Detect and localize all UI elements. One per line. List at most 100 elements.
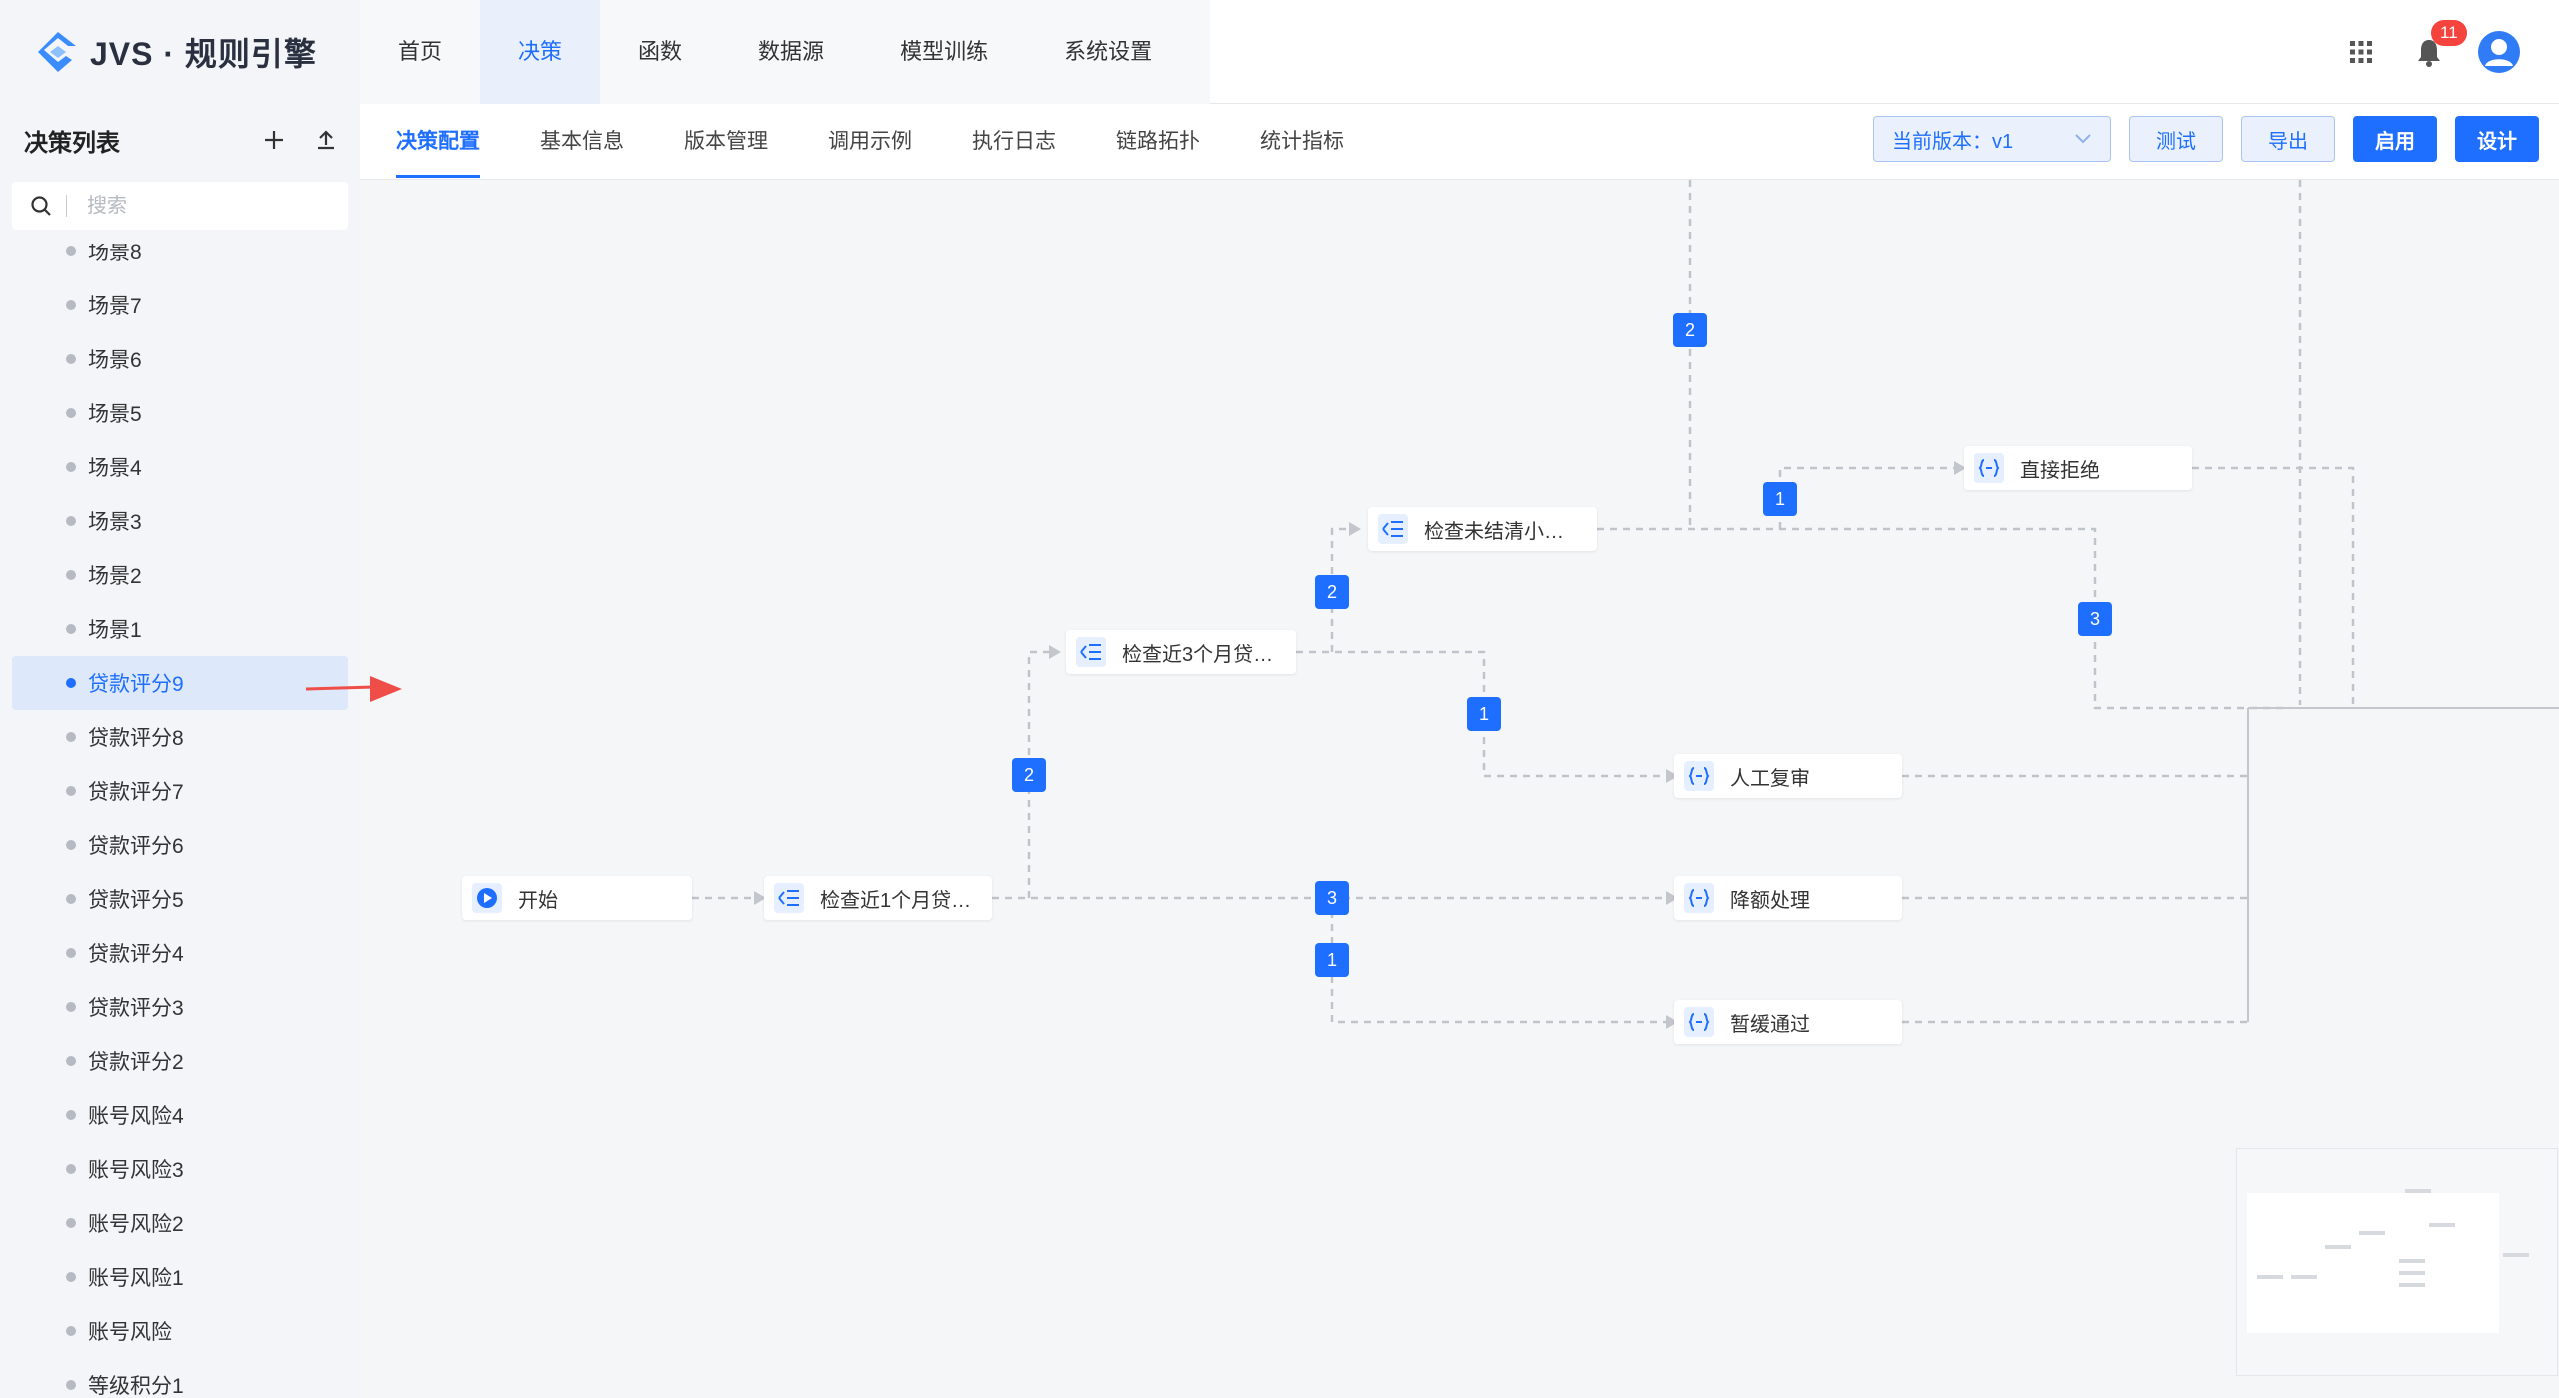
top-nav-decision[interactable]: 决策 [480,0,601,104]
upload-icon [318,130,334,150]
apps-grid-button[interactable] [2341,32,2381,72]
design-button[interactable]: 设计 [2455,116,2539,162]
list-item[interactable]: 账号风险3 [12,1142,348,1196]
branch-icon [1076,637,1106,667]
tab-basic-info[interactable]: 基本信息 [540,130,624,153]
top-nav-home[interactable]: 首页 [398,39,443,64]
list-item[interactable]: 场景4 [12,440,348,494]
list-item[interactable]: 贷款评分7 [12,764,348,818]
tab-call-example[interactable]: 调用示例 [828,130,912,153]
flow-node-condition[interactable]: 检查未结清小… [1368,507,1597,551]
list-item[interactable]: 账号风险1 [12,1250,348,1304]
flow-canvas[interactable]: 开始 检查近1个月贷… 检查近3个月贷… 检查未结清小… 直接拒绝 人工复审 [305,180,2559,1398]
minimap-viewport[interactable] [2247,1193,2499,1333]
flow-minimap[interactable] [2236,1148,2558,1376]
list-dot [66,624,76,634]
branch-priority-badge[interactable]: 2 [1673,313,1707,347]
notification-button[interactable]: 11 [2409,20,2467,72]
user-avatar-icon[interactable] [2477,30,2521,74]
version-select[interactable]: 当前版本：v1 [1873,116,2111,162]
list-item[interactable]: 场景1 [12,602,348,656]
list-item[interactable]: 场景2 [12,548,348,602]
export-button[interactable]: 导出 [2241,116,2335,162]
top-nav-model-training[interactable]: 模型训练 [900,39,989,64]
search-input[interactable] [85,193,329,219]
list-item[interactable]: 贷款评分6 [12,818,348,872]
minimap-node [2359,1231,2385,1235]
flow-node-result[interactable]: 直接拒绝 [1964,446,2192,490]
tab-link-topology[interactable]: 链路拓扑 [1116,130,1200,153]
list-item[interactable]: 贷款评分2 [12,1034,348,1088]
tab-decision-config[interactable]: 决策配置 [396,104,480,180]
list-dot [66,354,76,364]
flow-node-condition[interactable]: 检查近1个月贷… [764,876,992,920]
branch-priority-badge[interactable]: 3 [2078,602,2112,636]
branch-priority-badge[interactable]: 1 [1763,482,1797,516]
list-item-label: 贷款评分9 [88,673,184,696]
decision-subbar: 决策配置 基本信息 版本管理 调用示例 执行日志 链路拓扑 统计指标 当前版本：… [360,104,2559,180]
branch-priority-badge[interactable]: 2 [1315,575,1349,609]
branch-priority-badge[interactable]: 3 [1315,881,1349,915]
flow-node-label: 人工复审 [1730,767,1810,790]
branch-priority-badge[interactable]: 2 [1012,758,1046,792]
minimap-node [2291,1275,2317,1279]
flow-node-label: 检查近3个月贷… [1122,643,1274,666]
list-dot [66,408,76,418]
flow-node-start[interactable]: 开始 [462,876,692,920]
list-item-label: 场景5 [88,403,142,426]
list-item[interactable]: 场景8 [12,244,348,278]
list-dot [66,246,76,256]
top-nav-datasource[interactable]: 数据源 [758,39,825,64]
top-nav-settings[interactable]: 系统设置 [1064,39,1153,64]
list-item-label: 账号风险4 [88,1105,184,1128]
branch-priority-badge[interactable]: 1 [1315,943,1349,977]
list-item-label: 等级积分1 [88,1375,184,1398]
list-item[interactable]: 贷款评分3 [12,980,348,1034]
flow-node-condition[interactable]: 检查近3个月贷… [1066,630,1296,674]
list-dot [66,1002,76,1012]
logo[interactable]: JVS · 规则引擎 [0,0,360,104]
tab-version-management[interactable]: 版本管理 [684,130,768,153]
list-item-label: 贷款评分3 [88,997,184,1020]
grid-icon [2350,41,2372,63]
red-arrow-icon [305,676,402,702]
enable-button[interactable]: 启用 [2353,116,2437,162]
tab-execution-log[interactable]: 执行日志 [972,130,1056,153]
list-item[interactable]: 等级积分1 [12,1358,348,1398]
variable-icon [1684,1007,1714,1037]
flow-node-result[interactable]: 暂缓通过 [1674,1000,1902,1044]
list-item[interactable]: 贷款评分8 [12,710,348,764]
flow-node-result[interactable]: 人工复审 [1674,754,1902,798]
flow-node-label: 降额处理 [1730,889,1810,912]
top-nav-function[interactable]: 函数 [638,39,683,64]
list-item[interactable]: 场景7 [12,278,348,332]
list-item[interactable]: 账号风险2 [12,1196,348,1250]
list-item[interactable]: 账号风险4 [12,1088,348,1142]
tab-statistics[interactable]: 统计指标 [1260,130,1344,153]
list-dot [66,1380,76,1390]
flow-node-result[interactable]: 降额处理 [1674,876,1902,920]
list-item-label: 贷款评分8 [88,727,184,750]
list-item-label: 贷款评分6 [88,835,184,858]
list-item[interactable]: 场景3 [12,494,348,548]
flow-node-label: 检查近1个月贷… [820,889,972,912]
minimap-node [2503,1253,2529,1257]
branch-priority-badge[interactable]: 1 [1467,697,1501,731]
import-decision-button[interactable] [308,122,344,158]
top-nav: 首页 决策 函数 数据源 模型训练 系统设置 [360,0,1211,104]
minimap-node [2399,1259,2425,1263]
list-item[interactable]: 贷款评分5 [12,872,348,926]
list-dot [66,732,76,742]
search-icon [31,196,51,216]
list-item[interactable]: 场景6 [12,332,348,386]
sidebar: 决策列表 场景8 场景7 场景6 场景5 场景4 场景3 场景2 场景 [0,104,360,1398]
list-item-selected[interactable]: 贷款评分9 [12,656,348,710]
add-decision-button[interactable] [256,122,292,158]
notification-badge: 11 [2431,20,2467,46]
list-item[interactable]: 场景5 [12,386,348,440]
list-item[interactable]: 账号风险 [12,1304,348,1358]
version-value: v1 [1992,130,2014,153]
test-button[interactable]: 测试 [2129,116,2223,162]
list-item[interactable]: 贷款评分4 [12,926,348,980]
search-divider [66,195,67,217]
